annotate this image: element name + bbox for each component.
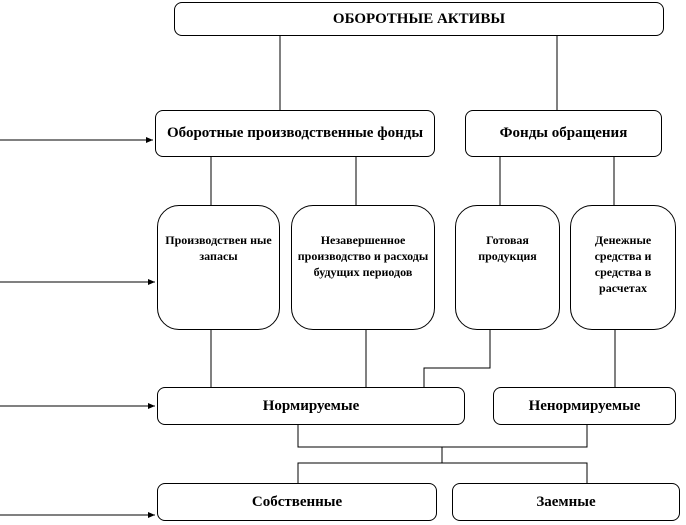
finished-goods-label: Готовая продукция xyxy=(478,233,537,263)
non-normed-label: Ненормируемые xyxy=(528,397,641,414)
non-normed-box: Ненормируемые xyxy=(493,387,676,425)
circulation-funds-label: Фонды обращения xyxy=(499,125,628,141)
normed-label: Нормируемые xyxy=(262,397,360,414)
current-assets-box: ОБОРОТНЫЕ АКТИВЫ xyxy=(174,2,664,36)
finished-goods-box: Готовая продукция xyxy=(455,205,560,330)
cash-label: Денежные средства и средства в расчетах xyxy=(594,233,652,295)
inventories-box: Производствен ные запасы xyxy=(157,205,280,330)
circulation-funds-box: Фонды обращения xyxy=(465,110,662,157)
wip-box: Незавершенное производство и расходы буд… xyxy=(291,205,435,330)
current-assets-label: ОБОРОТНЫЕ АКТИВЫ xyxy=(332,10,506,27)
borrowed-funds-box: Заемные xyxy=(452,483,680,521)
production-funds-box: Оборотные производственные фонды xyxy=(155,110,435,157)
wip-label: Незавершенное производство и расходы буд… xyxy=(297,233,429,279)
inventories-label: Производствен ные запасы xyxy=(165,233,272,263)
cash-box: Денежные средства и средства в расчетах xyxy=(570,205,676,330)
own-funds-label: Собственные xyxy=(251,493,343,510)
borrowed-funds-label: Заемные xyxy=(536,493,596,510)
normed-box: Нормируемые xyxy=(157,387,465,425)
own-funds-box: Собственные xyxy=(157,483,437,521)
production-funds-label: Оборотные производственные фонды xyxy=(166,125,424,141)
